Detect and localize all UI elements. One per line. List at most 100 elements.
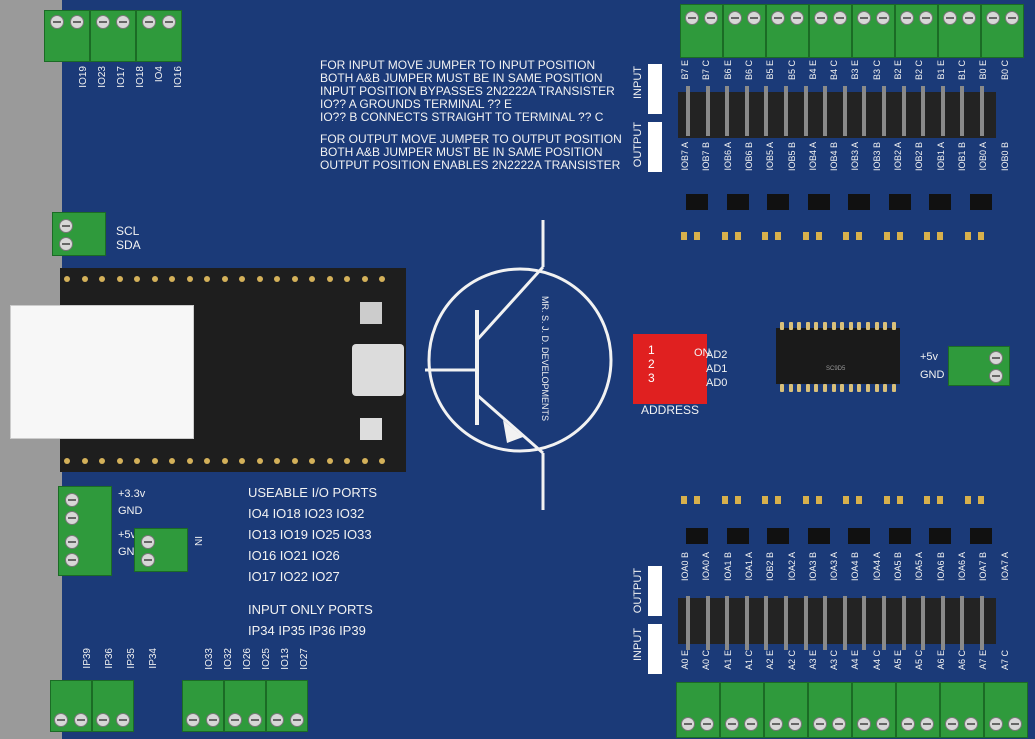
header-pin	[980, 86, 984, 136]
terminal-label: IO13	[280, 648, 291, 670]
header-pin	[309, 276, 315, 282]
terminal-block	[896, 682, 940, 738]
terminal-label: B1 C	[956, 60, 967, 81]
header-pin	[725, 86, 730, 136]
header-pin	[361, 458, 368, 464]
screw-icon	[962, 11, 976, 25]
note-line: IO?? A GROUNDS TERMINAL ?? E	[320, 97, 513, 111]
io-label: IOB7 A	[680, 142, 690, 171]
header-pin	[134, 458, 140, 464]
io-label: IOB1 A	[935, 142, 946, 171]
transistor-smd	[686, 194, 708, 210]
screw-icon	[700, 717, 714, 731]
io-label: IOA0 B	[680, 552, 690, 582]
jumper-notes: FOR INPUT MOVE JUMPER TO INPUT POSITION …	[320, 58, 622, 172]
transistor-smd	[726, 528, 749, 544]
terminal-label: IO18	[135, 66, 146, 88]
io-label: IOB1 B	[956, 142, 967, 172]
io-label: IOB0 B	[999, 142, 1010, 172]
io-label: IOA5 B	[893, 552, 903, 582]
header-pin	[169, 276, 175, 282]
ic-pin	[891, 322, 896, 330]
terminal-label: A7 E	[978, 650, 989, 670]
dip-number: 2	[648, 357, 655, 371]
screw-icon	[788, 717, 802, 731]
terminal-label: B7 C	[701, 60, 712, 81]
terminal-label: B2 C	[914, 60, 925, 81]
pad	[694, 232, 700, 240]
pad	[734, 496, 741, 504]
note-line: OUTPUT POSITION ENABLES 2N2222A TRANSIST…	[320, 158, 621, 172]
ic-pin	[883, 322, 888, 330]
header-pin	[64, 458, 70, 464]
screw-icon	[162, 15, 176, 29]
ic-pin	[823, 384, 827, 392]
screw-icon	[206, 713, 220, 727]
screw-icon	[832, 717, 846, 731]
io-label: IOB6 B	[743, 142, 754, 172]
header-pin	[134, 276, 140, 282]
screw-icon	[1005, 11, 1019, 25]
boot-button-icon	[360, 418, 382, 440]
screw-icon	[65, 493, 79, 507]
header-pin	[901, 86, 906, 136]
screw-icon	[771, 11, 785, 25]
terminal-label: A3 E	[807, 650, 818, 670]
useable-row: IO16 IO21 IO26	[248, 548, 340, 563]
header-pin	[186, 276, 193, 282]
terminal-label: IO26	[242, 648, 253, 670]
terminal-block	[50, 680, 92, 732]
screw-icon	[141, 535, 155, 549]
io-label: IOA7 B	[978, 552, 989, 582]
screw-icon	[685, 11, 699, 25]
screw-icon	[65, 511, 79, 525]
transistor-smd	[767, 528, 789, 544]
header-pin	[204, 276, 210, 282]
ic-pin	[857, 384, 862, 392]
terminal-block	[766, 4, 809, 58]
ic-pin	[874, 384, 879, 392]
ic-pin	[848, 384, 853, 392]
io-label: IOA2 A	[786, 552, 797, 581]
header-pin	[151, 458, 158, 464]
screw-icon	[986, 11, 1000, 25]
terminal-block	[852, 4, 895, 58]
terminal-label: IO32	[223, 648, 234, 670]
transistor-smd	[807, 194, 830, 210]
pad	[937, 232, 943, 240]
address-dip-switch[interactable]	[633, 334, 707, 404]
io-label: IOA0 A	[701, 552, 712, 581]
terminal-block	[90, 10, 136, 62]
terminal-block	[852, 682, 896, 738]
ic-pin	[788, 322, 793, 330]
io-label: IOB4 A	[807, 142, 818, 171]
terminal-block	[92, 680, 134, 732]
terminal-block	[895, 4, 938, 58]
pad	[775, 496, 781, 504]
screw-icon	[964, 717, 978, 731]
jumper-top-b[interactable]	[648, 122, 662, 172]
jumper-output-label: OUTPUT	[632, 122, 644, 168]
terminal-label: IP34	[148, 648, 159, 669]
pad	[762, 496, 768, 504]
io-label: IOB7 B	[701, 142, 712, 172]
jumper-bottom-b[interactable]	[648, 624, 662, 674]
input-only-row: IP34 IP35 IP36 IP39	[248, 623, 366, 638]
gnd-label: GND	[118, 505, 143, 517]
gnd-label: GN	[118, 546, 135, 558]
pad	[896, 232, 903, 240]
terminal-label: B6 E	[722, 60, 733, 80]
screw-icon	[744, 717, 758, 731]
plus33v-label: +3.3v	[118, 488, 146, 500]
screw-icon	[248, 713, 262, 727]
ic-marking: SC9D5	[826, 366, 846, 372]
header-pin	[842, 86, 847, 136]
header-pin	[291, 458, 298, 464]
jumper-bottom-a[interactable]	[648, 566, 662, 616]
screw-icon	[65, 535, 79, 549]
header-pin	[274, 458, 280, 464]
header-pin	[960, 596, 965, 650]
screw-icon	[814, 11, 828, 25]
jumper-top-a[interactable]	[648, 64, 662, 114]
screw-icon	[876, 717, 890, 731]
